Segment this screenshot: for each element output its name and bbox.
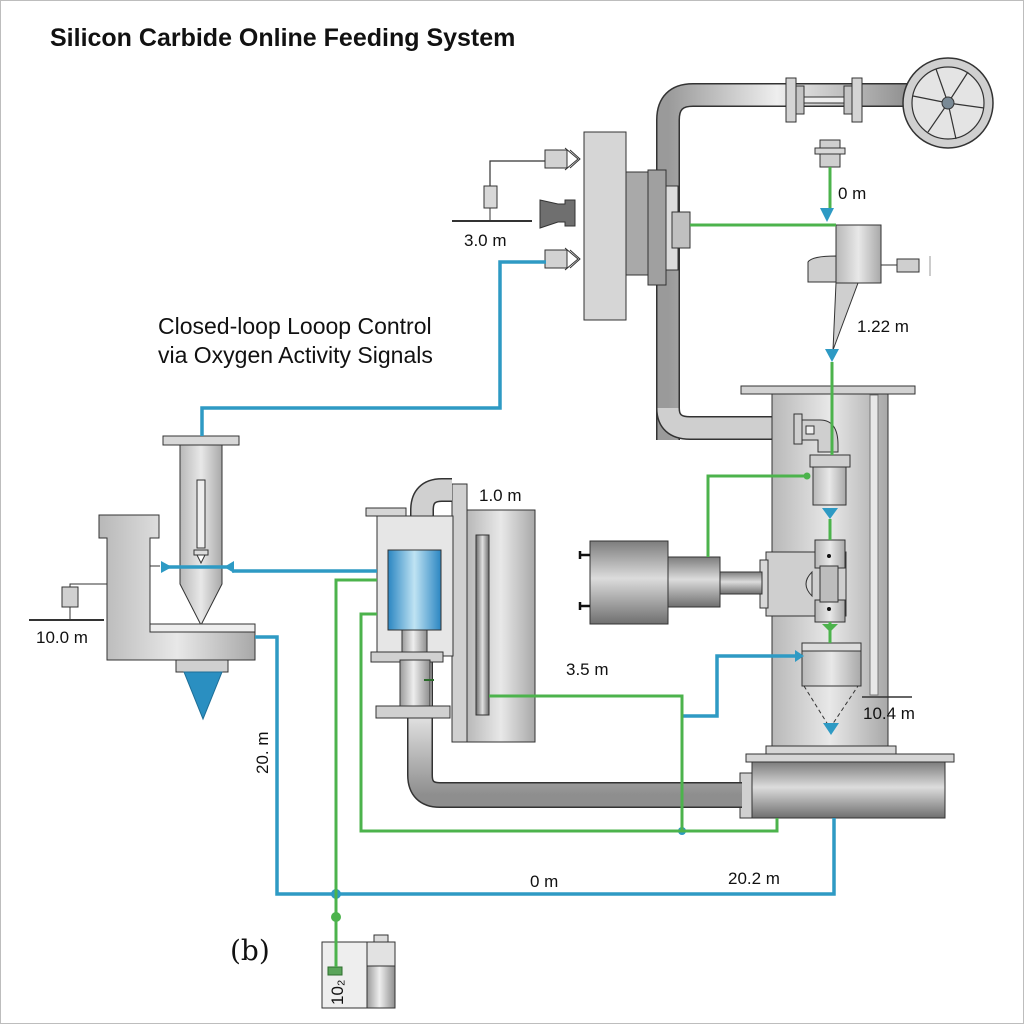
control-caption: Closed-loop Looop Control via Oxygen Act… [158,312,433,370]
arrow-down-icon [825,349,839,362]
oxygen-tank [321,934,396,1009]
diagram-title: Silicon Carbide Online Feeding System [50,24,516,52]
drive-column-assembly [583,131,691,321]
level-sensor-3m [452,160,545,222]
label-10-0-m: 10.0 m [36,628,88,647]
arrow-right-icon [161,561,172,573]
green-line-motor-to-valve [706,474,808,557]
green-signal-lines [334,167,836,967]
blue-cartridge-filter [387,549,442,653]
cyclone-feeder [807,224,931,351]
rotary-valve [759,539,847,623]
level-sensor-10m [29,565,160,621]
oxygen-sensor-probe [162,435,240,627]
label-1-22-m: 1.22 m [857,317,909,336]
label-0-m-bottom: 0 m [530,872,558,891]
blue-line-main-loop [255,635,836,896]
top-sensor [814,139,846,168]
label-1-0-m: 1.0 m [479,486,522,505]
blue-flow-arrows [161,208,839,899]
label-3-5-m: 3.5 m [566,660,609,679]
blue-signal-lines [168,260,836,896]
arrow-down-icon [820,208,834,222]
label-10-4-m: 10.4 m [863,704,915,723]
heat-exchanger-panel [451,483,536,743]
top-process-pipe [656,83,910,440]
panel-label: (b) [230,934,270,967]
label-0-m-top: 0 m [838,184,866,203]
blue-line-oxygen-feedback [200,260,546,436]
caption-line-1: Closed-loop Looop Control [158,313,432,339]
arrow-left-icon [224,561,234,573]
green-line-exchanger-loop [489,694,684,831]
green-nodes [331,472,838,922]
blue-line-to-hopper [682,654,795,718]
label-20-2-m: 20.2 m [728,869,780,888]
process-return-pipe [407,478,742,808]
collection-hopper [801,642,862,729]
green-line-bottom-loop [359,612,779,833]
centrifugal-fan [902,57,994,149]
reactor-elbow-inlet [793,413,839,453]
arrow-down-icon [823,723,839,735]
l-shaped-furnace [98,514,256,721]
dosing-valve [809,454,851,506]
motor-drive [578,540,763,625]
caption-line-2: via Oxygen Activity Signals [158,342,433,368]
label-3-0-m: 3.0 m [464,231,507,250]
junction-node [331,912,341,922]
green-line-tank-feed [334,578,377,967]
label-tank: 10₂ [328,979,347,1005]
reactor-base-tank [739,753,955,819]
nozzle-connectors [539,147,581,271]
arrow-down-icon [822,508,838,519]
pipe-flange-coupling [785,77,863,123]
arrow-right-icon [795,650,804,662]
arrow-down-icon [822,624,838,632]
junction-node [803,472,811,480]
label-20-m: 20. m [253,731,272,774]
